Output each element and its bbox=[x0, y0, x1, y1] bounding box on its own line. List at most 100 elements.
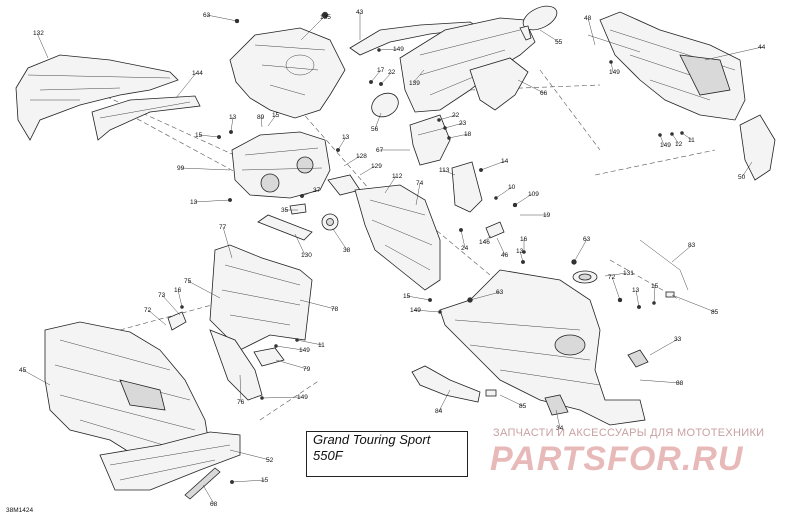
part-135-dash-panel bbox=[229, 27, 346, 119]
part-50-corner bbox=[739, 114, 776, 181]
callout-67: 67 bbox=[376, 147, 384, 154]
callout-78: 78 bbox=[331, 306, 339, 313]
callout-leader-37 bbox=[301, 189, 318, 197]
part-68-strip bbox=[184, 467, 221, 500]
part-72-clip bbox=[167, 311, 187, 331]
part-132-side-deflector bbox=[15, 54, 179, 141]
part-34-trim bbox=[544, 394, 569, 416]
part-56-mirror bbox=[371, 92, 399, 118]
watermark-brand: PARTSFOR.RU bbox=[490, 440, 744, 478]
part-130-bar bbox=[257, 214, 313, 241]
callout-85: 85 bbox=[519, 403, 527, 410]
callout-17: 17 bbox=[377, 67, 385, 74]
callout-leader-46 bbox=[496, 237, 506, 256]
callout-144: 144 bbox=[192, 70, 203, 77]
callout-15: 15 bbox=[261, 477, 269, 484]
callout-149: 149 bbox=[297, 394, 308, 401]
callout-16: 16 bbox=[174, 287, 182, 294]
model-title-line-2: 550F bbox=[313, 448, 343, 463]
part-83-rod bbox=[639, 239, 689, 291]
callout-88: 88 bbox=[676, 380, 684, 387]
part-99-headlight bbox=[231, 131, 331, 199]
callout-leader-83 bbox=[671, 244, 693, 263]
callout-66: 66 bbox=[540, 90, 548, 97]
callout-13: 13 bbox=[632, 287, 640, 294]
callout-113: 113 bbox=[439, 167, 450, 174]
callout-leader-68 bbox=[202, 484, 215, 505]
callout-109: 109 bbox=[528, 191, 539, 198]
part-52-lower-piece bbox=[99, 431, 241, 491]
callout-leader-113 bbox=[442, 169, 456, 176]
callout-leader-112 bbox=[384, 175, 397, 194]
callout-77: 77 bbox=[219, 224, 227, 231]
callout-leader-15 bbox=[267, 114, 277, 127]
callout-leader-11 bbox=[296, 339, 323, 346]
callout-leader-15 bbox=[406, 295, 431, 301]
callout-22: 22 bbox=[452, 112, 460, 119]
part-44-side-panel bbox=[599, 11, 746, 121]
callout-139: 139 bbox=[409, 80, 420, 87]
part-35-bulb bbox=[289, 203, 307, 215]
watermark-caption: ЗАПЧАСТИ И АКСЕССУАРЫ ДЛЯ МОТОТЕХНИКИ bbox=[493, 427, 765, 439]
callout-48: 48 bbox=[584, 15, 592, 22]
part-33-small bbox=[627, 349, 649, 368]
callout-37: 37 bbox=[313, 187, 321, 194]
callout-leader-16 bbox=[177, 289, 183, 308]
callout-leader-73 bbox=[161, 294, 181, 316]
callout-leader-45 bbox=[22, 369, 51, 386]
callout-132: 132 bbox=[33, 30, 44, 37]
callout-leader-149 bbox=[275, 345, 304, 351]
callout-leader-128 bbox=[343, 155, 361, 167]
callout-leader-76 bbox=[239, 374, 242, 403]
callout-149: 149 bbox=[410, 307, 421, 314]
callout-74: 74 bbox=[416, 180, 424, 187]
callout-leader-79 bbox=[275, 359, 308, 370]
callout-12: 12 bbox=[675, 141, 683, 148]
callout-leader-23 bbox=[444, 122, 464, 129]
callout-146: 146 bbox=[479, 239, 490, 246]
callout-leader-44 bbox=[704, 46, 763, 61]
callout-89: 89 bbox=[257, 114, 265, 121]
callout-35: 35 bbox=[281, 207, 289, 214]
document-id: 38M1424 bbox=[6, 507, 34, 514]
callout-149: 149 bbox=[393, 46, 404, 53]
callout-leader-85 bbox=[499, 394, 524, 407]
callout-leader-130 bbox=[294, 233, 306, 256]
callout-leader-72 bbox=[611, 276, 621, 301]
callout-75: 75 bbox=[184, 278, 192, 285]
callout-16: 16 bbox=[520, 236, 528, 243]
callout-leader-149 bbox=[659, 134, 665, 146]
callout-128: 128 bbox=[356, 153, 367, 160]
callout-leader-132 bbox=[36, 32, 49, 59]
callout-leader-48 bbox=[587, 17, 596, 46]
callout-131: 131 bbox=[623, 270, 634, 277]
callout-leader-85 bbox=[671, 294, 716, 313]
callout-leader-149 bbox=[413, 309, 441, 313]
callout-leader-15 bbox=[653, 285, 656, 304]
callout-11: 11 bbox=[318, 342, 325, 349]
callout-leader-99 bbox=[180, 167, 231, 171]
callout-leader-18 bbox=[448, 133, 469, 139]
callout-18: 18 bbox=[464, 131, 472, 138]
part-144-strip bbox=[91, 95, 201, 141]
callout-leader-131 bbox=[604, 272, 628, 277]
callout-leader-55 bbox=[539, 29, 560, 43]
callout-56: 56 bbox=[371, 126, 379, 133]
callout-45: 45 bbox=[19, 367, 27, 374]
part-112-fairing bbox=[354, 184, 441, 291]
callout-leader-15 bbox=[198, 134, 220, 138]
callout-11: 11 bbox=[688, 137, 695, 144]
callout-leader-14 bbox=[480, 160, 506, 171]
callout-leader-144 bbox=[175, 72, 197, 99]
callout-leader-149 bbox=[378, 48, 398, 51]
part-85-bits bbox=[485, 291, 675, 397]
callout-15: 15 bbox=[403, 293, 411, 300]
callout-leader-89 bbox=[260, 116, 263, 128]
callout-149: 149 bbox=[609, 69, 620, 76]
callout-leader-15 bbox=[231, 479, 266, 483]
part-38-grommet bbox=[321, 213, 339, 231]
callout-112: 112 bbox=[392, 173, 403, 180]
callout-14: 14 bbox=[501, 158, 509, 165]
callout-13: 13 bbox=[516, 248, 524, 255]
callout-leader-63 bbox=[206, 14, 238, 22]
